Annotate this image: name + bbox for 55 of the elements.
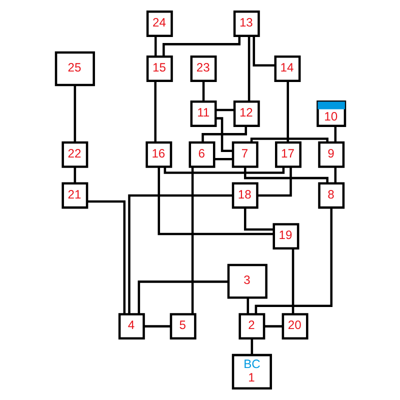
node-box: 7: [231, 141, 258, 168]
node-box: 16: [145, 141, 172, 168]
connector: [163, 166, 284, 174]
connector: [157, 167, 274, 236]
node-box: 11: [190, 100, 216, 127]
node-box: 18: [231, 182, 258, 209]
node-box: 12: [232, 100, 260, 127]
node-box: 14: [274, 56, 300, 82]
node-box: 9: [318, 141, 344, 168]
connector: [286, 81, 288, 142]
connector: [201, 126, 247, 142]
node-box: 20: [281, 313, 308, 340]
connector: [143, 325, 170, 328]
connector: [215, 108, 234, 112]
connector: [334, 166, 336, 184]
connector: [154, 81, 156, 142]
node-box: 4: [118, 313, 144, 340]
node-box: 8: [318, 182, 344, 209]
node-box: 3: [226, 264, 267, 299]
connector: [202, 81, 204, 102]
connector: [250, 138, 328, 142]
node-box: 24: [146, 10, 172, 37]
connector: [128, 194, 232, 314]
node-box: 17: [274, 141, 301, 168]
node-box: 6: [188, 141, 215, 168]
connector: [291, 248, 294, 314]
connector: [162, 36, 240, 56]
connector: [246, 298, 249, 314]
connector: [154, 36, 156, 56]
node-box: 23: [190, 56, 216, 82]
connector: [247, 36, 250, 102]
node-box: 13: [232, 10, 260, 37]
connector: [190, 166, 194, 314]
node-box: 15: [146, 56, 172, 82]
connector: [215, 117, 232, 152]
connector: [73, 85, 76, 142]
connector: [254, 208, 332, 314]
node-box: 21: [61, 182, 88, 209]
connector: [214, 158, 232, 160]
node-box: 25: [54, 51, 94, 86]
node-box: 19: [272, 223, 299, 250]
node-box: 22: [61, 141, 88, 168]
node-box: 5: [169, 313, 196, 340]
connector: [256, 166, 292, 197]
node-box: 2: [238, 313, 265, 340]
node-box: BC 1: [231, 354, 272, 390]
connector: [334, 126, 336, 142]
connector: [264, 325, 282, 328]
connector: [137, 280, 228, 314]
connector: [250, 338, 253, 356]
connector: [73, 166, 76, 184]
connector: [86, 200, 126, 314]
connector: [244, 166, 328, 184]
connector: [244, 208, 274, 231]
connector: [252, 36, 275, 66]
